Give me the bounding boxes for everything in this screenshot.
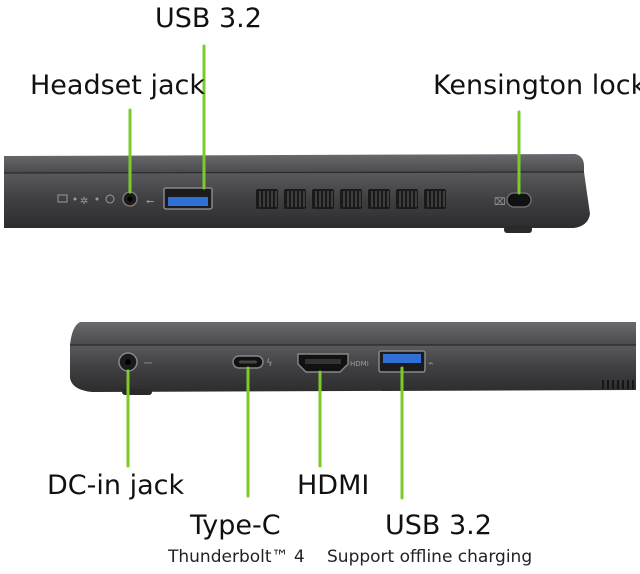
label-hdmi: HDMI xyxy=(297,470,370,501)
label-kensington-lock: Kensington lock xyxy=(433,70,640,101)
label-dc-in-jack: DC-in jack xyxy=(47,470,185,501)
label-usb-top: USB 3.2 xyxy=(155,3,262,34)
status-indicator-icons: ✲ xyxy=(57,194,115,207)
usb-port-bottom xyxy=(378,350,426,373)
hdmi-symbol-icon: HDMI xyxy=(350,360,369,368)
usb-charging-icon: ⌁ xyxy=(428,359,433,369)
lock-symbol-icon: ⌧ xyxy=(494,197,506,208)
usb-port-top xyxy=(163,187,213,210)
kensington-lock-slot xyxy=(506,192,532,208)
usb-symbol-icon: ⭠ xyxy=(146,196,154,207)
thunderbolt-icon: ϟ xyxy=(266,358,273,369)
label-usb-bottom: USB 3.2 xyxy=(385,510,492,541)
laptop-left-side: ⎓ ϟ HDMI ⌁ xyxy=(70,322,636,395)
dc-symbol-icon: ⎓ xyxy=(144,358,152,369)
cooling-vents-bottom xyxy=(602,380,634,389)
label-type-c-sub: Thunderbolt™ 4 xyxy=(168,547,305,567)
laptop-right-side: ✲ ⭠ xyxy=(3,154,590,233)
svg-text:✲: ✲ xyxy=(80,196,88,207)
label-type-c: Type-C xyxy=(190,510,281,541)
label-usb-bottom-sub: Support offline charging xyxy=(327,547,533,567)
label-headset-jack: Headset jack xyxy=(30,70,205,101)
cooling-vents-top xyxy=(256,189,446,209)
